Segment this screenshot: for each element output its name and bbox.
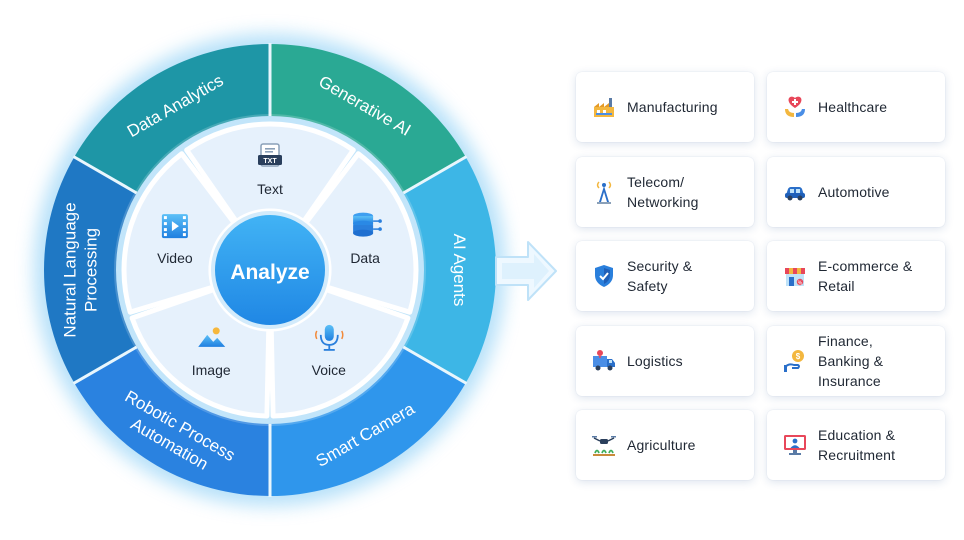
industry-label: E-commerce & Retail [818, 258, 913, 294]
industry-card-agriculture: Agriculture [576, 410, 754, 480]
industry-card-telecom-networking: Telecom/ Networking [576, 156, 754, 227]
database-icon [353, 212, 382, 237]
industry-label: Manufacturing [627, 99, 718, 115]
svg-text:%: % [798, 281, 803, 287]
monitor-person-icon [784, 435, 806, 455]
segment-smart-camera [270, 347, 466, 496]
industry-card-manufacturing: Manufacturing [576, 72, 754, 142]
industry-label: Security & Safety [627, 258, 693, 294]
shield-icon [595, 265, 613, 287]
txt-file-icon: TXT [258, 143, 282, 167]
industry-label: Telecom/ Networking [627, 173, 699, 210]
car-icon [785, 186, 805, 200]
video-icon [161, 214, 188, 239]
ring-label-group: AI Agents [450, 234, 469, 307]
industry-card-automotive: Automotive [767, 156, 945, 227]
ring-label-natural-language: Natural Language [61, 202, 80, 337]
industry-label: Healthcare [818, 99, 888, 115]
segment-ai-agents [403, 157, 496, 383]
store-icon: % [785, 268, 805, 287]
segment-robotic-process [74, 347, 270, 496]
inner-label-data: Data [350, 250, 380, 266]
truck-icon [593, 349, 615, 370]
inner-label-voice: Voice [312, 362, 346, 378]
segment-data-analytics [74, 44, 270, 193]
ring-divider [72, 155, 138, 195]
industry-label: Logistics [627, 352, 683, 369]
microphone-icon [315, 324, 344, 351]
coin-hand-icon: $ [784, 349, 804, 372]
industry-label: Education & Recruitment [818, 427, 896, 463]
inner-label-image: Image [192, 362, 231, 378]
inner-segment-text [184, 121, 356, 225]
ring-divider [402, 155, 468, 195]
industry-card-security-safety: Security & Safety [576, 241, 754, 311]
industry-card-e-commerce-retail: % E-commerce & Retail [767, 241, 945, 311]
analyze-label: Analyze [230, 261, 309, 284]
image-icon [198, 327, 226, 347]
inner-label-video: Video [157, 250, 193, 266]
industry-card-finance-banking-insurance: $ Finance, Banking & Insurance [767, 325, 945, 396]
flow-arrow-icon [495, 241, 557, 301]
industry-label: Agriculture [627, 437, 696, 453]
industry-label: Automotive [818, 183, 890, 200]
ring-label-ai-agents: AI Agents [450, 234, 469, 307]
industry-card-healthcare: Healthcare [767, 72, 945, 142]
drone-icon [592, 436, 616, 456]
ring-divider [402, 345, 468, 385]
industry-card-education-recruitment: Education & Recruitment [767, 410, 945, 480]
svg-text:$: $ [796, 352, 801, 361]
medical-hands-icon [785, 96, 805, 117]
inner-label-text: Text [257, 181, 283, 197]
industry-card-logistics: Logistics [576, 325, 754, 396]
ring-divider [72, 345, 138, 385]
factory-icon [594, 98, 614, 117]
segment-generative-ai [270, 44, 466, 193]
analyze-hub [211, 211, 329, 329]
svg-text:TXT: TXT [263, 158, 277, 165]
tower-icon [596, 180, 612, 204]
segment-natural-language [43, 157, 137, 383]
ring-label-natural-language-line2: Processing [82, 228, 101, 312]
industry-label: Finance, Banking & Insurance [818, 332, 884, 389]
